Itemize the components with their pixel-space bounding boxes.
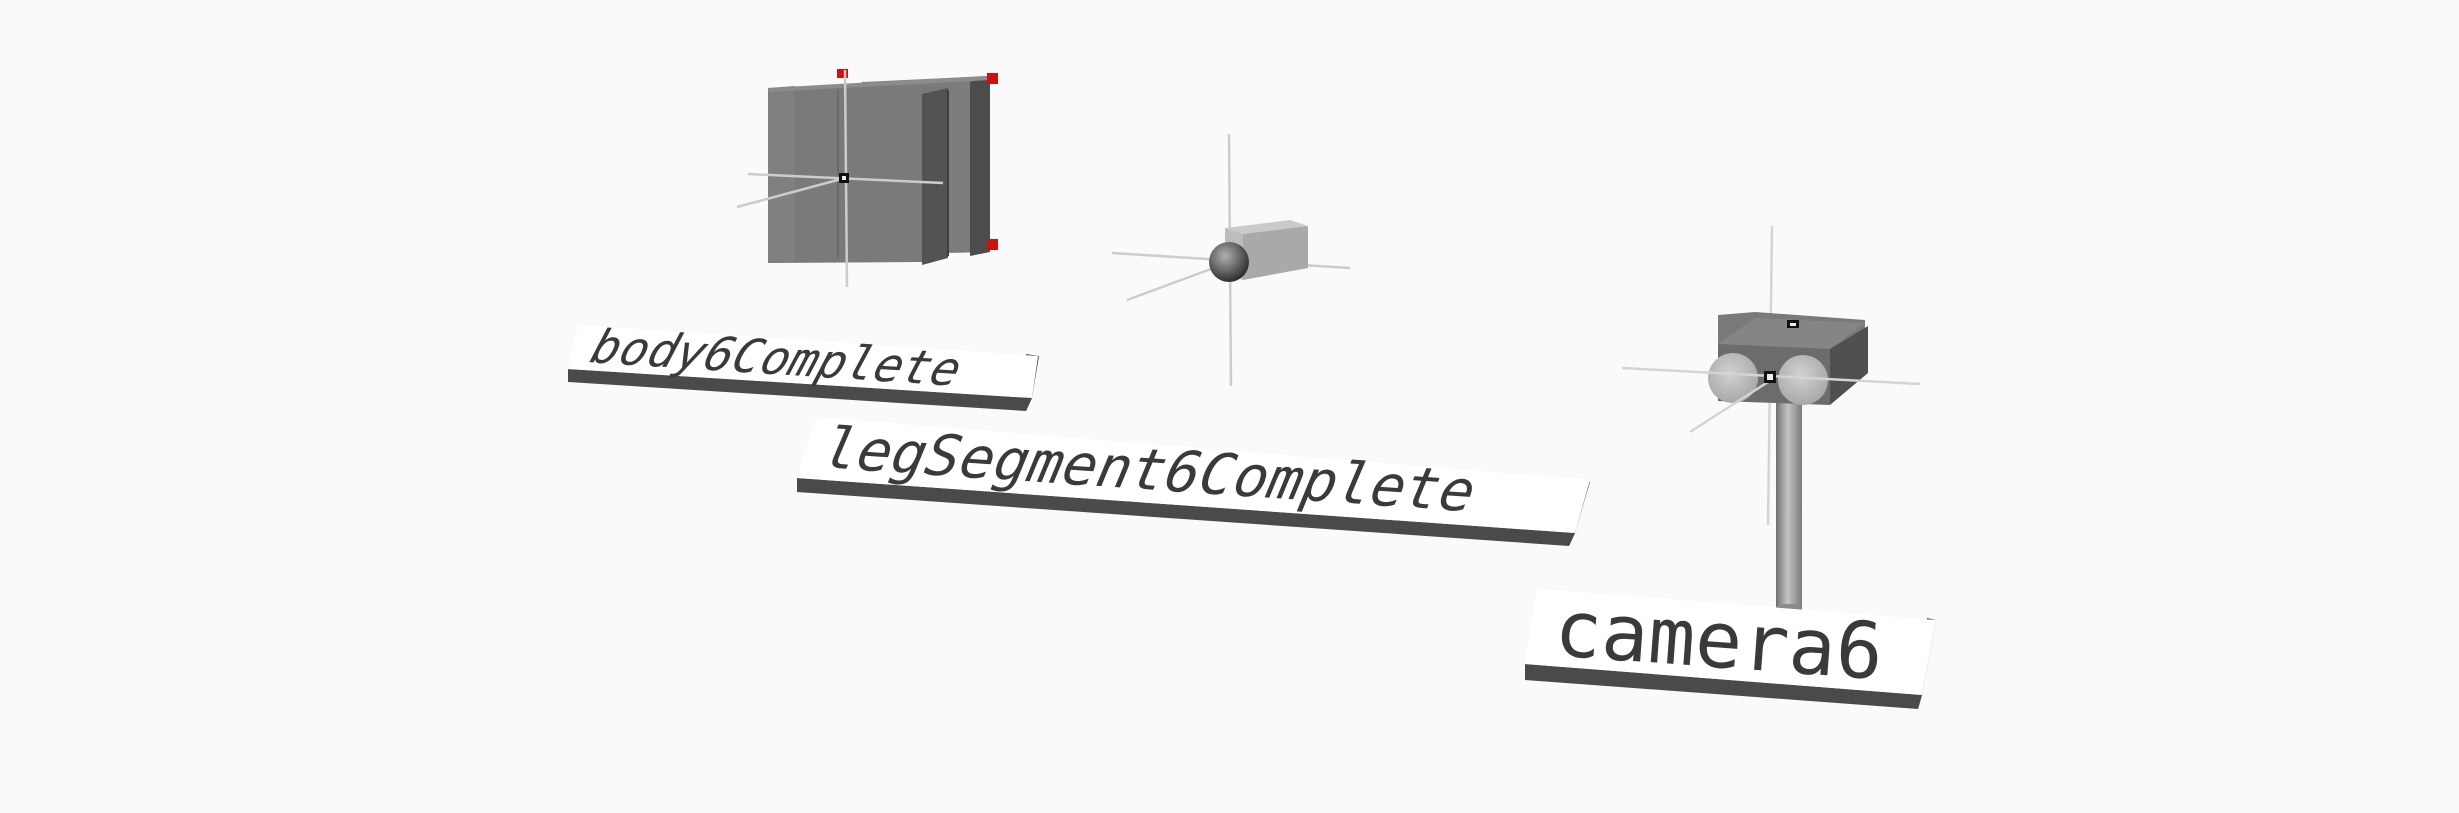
label-plate-body[interactable]: body6Complete xyxy=(568,320,1039,411)
corner-marker xyxy=(987,239,998,250)
corner-marker xyxy=(987,73,998,84)
label-plate-leg[interactable]: legSegment6Complete xyxy=(797,415,1590,546)
body-model[interactable] xyxy=(736,69,998,288)
lens-left xyxy=(1708,353,1758,403)
corner-marker xyxy=(837,69,848,78)
camera-pole xyxy=(1776,395,1802,610)
joint-sphere xyxy=(1209,242,1249,282)
leg-segment-model[interactable] xyxy=(1111,133,1351,387)
camera-model[interactable] xyxy=(1621,225,1921,612)
lens-right xyxy=(1778,355,1828,405)
label-plate-camera[interactable]: camera6 xyxy=(1525,584,1936,709)
